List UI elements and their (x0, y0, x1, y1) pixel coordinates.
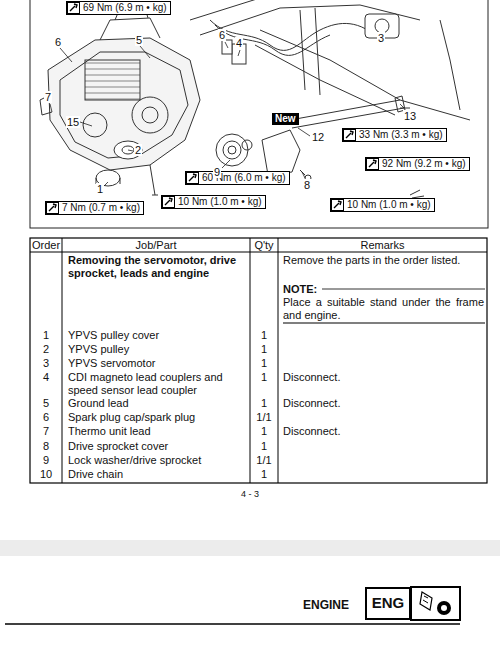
section-tab: ENG (365, 587, 411, 620)
table-header: Q'ty (254, 239, 273, 252)
table-header: Order (32, 239, 60, 252)
table-cell: 9 (30, 454, 62, 467)
table-cell: YPVS pulley (68, 343, 246, 356)
torque-spec-box: 10 Nm (1.0 m • kg) (161, 195, 266, 209)
wrench-icon (67, 2, 80, 14)
callout-number: 6 (54, 36, 62, 48)
table-cell: YPVS servomotor (68, 357, 246, 370)
table-cell: YPVS pulley cover (68, 329, 246, 342)
torque-spec-box: 33 Nm (3.3 m • kg) (342, 128, 447, 142)
table-cell: Lock washer/drive sprocket (68, 454, 246, 467)
torque-value: 33 Nm (3.3 m • kg) (359, 129, 443, 141)
table-cell: Thermo unit lead (68, 425, 246, 438)
table-cell: 1 (250, 357, 278, 370)
tag-text: New (275, 113, 296, 124)
table-cell: CDI magneto lead couplers and speed sens… (68, 371, 246, 397)
table-cell: Disconnect. (283, 397, 340, 410)
table-cell: Disconnect. (283, 371, 340, 384)
wrench-icon (343, 129, 356, 141)
callout-number: 2 (134, 144, 142, 156)
table-cell: 1 (30, 329, 62, 342)
table-cell: 3 (30, 357, 62, 370)
callout-number: 4 (235, 37, 243, 49)
callout-number: 6 (218, 29, 226, 41)
table-cell: 1 (250, 440, 278, 453)
table-cell: 1 (250, 371, 278, 384)
callout-number: 3 (377, 32, 385, 44)
table-cell: Remove the parts in the order listed. (283, 254, 460, 267)
torque-spec-box: 7 Nm (0.7 m • kg) (45, 201, 144, 215)
table-cell: 6 (30, 411, 62, 424)
table-cell: Drive chain (68, 468, 246, 481)
table-cell: 4 (30, 371, 62, 384)
table-cell: 1 (250, 425, 278, 438)
callout-number: 8 (303, 179, 311, 191)
callout-number: 12 (311, 131, 325, 143)
table-cell: 2 (30, 343, 62, 356)
torque-value: 10 Nm (1.0 m • kg) (347, 199, 431, 211)
note-heading: NOTE: (283, 283, 317, 296)
table-cell: 5 (30, 397, 62, 410)
table-cell: 1 (250, 329, 278, 342)
callout-number: 7 (44, 91, 52, 103)
table-cell: Spark plug cap/spark plug (68, 411, 246, 424)
engine-icon (411, 587, 460, 620)
callout-number: 13 (403, 110, 417, 122)
header-rule (5, 623, 460, 625)
table-cell: 1/1 (250, 411, 278, 424)
tag-text: ENG (372, 594, 405, 611)
torque-spec-box: 69 Nm (6.9 m • kg) (66, 1, 171, 15)
wrench-icon (46, 202, 59, 214)
new-part-tag: New (272, 113, 299, 125)
wrench-icon (162, 196, 175, 208)
note-text: Place a suitable stand under the frame a… (283, 296, 484, 322)
torque-spec-box: 10 Nm (1.0 m • kg) (330, 198, 435, 212)
table-cell: 1/1 (250, 454, 278, 467)
callout-number: 15 (66, 116, 80, 128)
torque-value: 10 Nm (1.0 m • kg) (178, 196, 262, 208)
wrench-icon (186, 172, 199, 184)
table-header: Remarks (360, 239, 404, 252)
page-gap (0, 540, 500, 556)
table-cell: 1 (250, 343, 278, 356)
table-cell: 7 (30, 425, 62, 438)
table-cell: Drive sprocket cover (68, 440, 246, 453)
table-cell: 1 (250, 397, 278, 410)
leader-lines (50, 38, 404, 186)
table-cell: 1 (250, 468, 278, 481)
table-cell: Ground lead (68, 397, 246, 410)
torque-value: 69 Nm (6.9 m • kg) (83, 2, 167, 14)
torque-spec-box: 60 Nm (6.0 m • kg) (185, 171, 290, 185)
wrench-icon (331, 199, 344, 211)
exploded-view (40, 0, 470, 198)
torque-spec-box: 92 Nm (9.2 m • kg) (365, 157, 470, 171)
table-header: Job/Part (136, 239, 177, 252)
page-number: 4 - 3 (220, 488, 280, 501)
torque-value: 92 Nm (9.2 m • kg) (382, 158, 466, 170)
table-grid (30, 238, 487, 483)
table-cell: 10 (30, 468, 62, 481)
callout-number: 5 (135, 34, 143, 46)
torque-value: 7 Nm (0.7 m • kg) (62, 202, 140, 214)
table-cell: 8 (30, 440, 62, 453)
wrench-icon (366, 158, 379, 170)
table-cell: Removing the servomotor, drive sprocket,… (68, 254, 246, 280)
callout-number: 9 (213, 166, 221, 178)
section-name: ENGINE (303, 599, 349, 612)
callout-number: 1 (96, 183, 104, 195)
table-cell: Disconnect. (283, 425, 340, 438)
